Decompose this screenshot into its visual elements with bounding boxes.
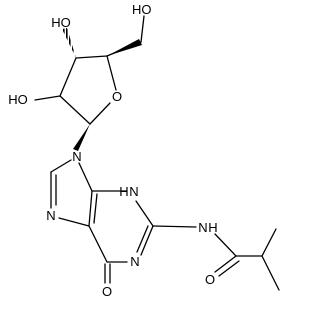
bond-c6-c5 (88, 225, 108, 263)
label-oh-ch2: HO (132, 2, 152, 17)
bond-o4-c1 (89, 102, 111, 125)
label-n1: N (130, 254, 139, 269)
bond-co-o-b (218, 260, 240, 277)
structure-canvas: HO HO HO O N N H N N H N O O (8, 2, 280, 299)
label-nh-amide-n: N (198, 220, 207, 235)
bond-n7-c5 (58, 217, 90, 227)
label-n3-h: H (119, 184, 128, 199)
wedge-c4-c5 (107, 39, 142, 56)
label-nh-amide-h: H (208, 220, 217, 235)
bond-c2-n1-b (136, 225, 149, 253)
wedge-c1-n9 (73, 124, 90, 151)
bond-nh-co (214, 233, 237, 257)
bond-c5-c4-a (88, 190, 93, 227)
bond-c2-nh (152, 225, 197, 228)
bond-c4-n9 (78, 162, 93, 192)
label-n7: N (46, 208, 55, 223)
bond-co-o-a (214, 255, 237, 273)
bond-ch-me2 (261, 255, 280, 291)
bond-c5-oh (140, 15, 145, 43)
label-o-ring: O (112, 89, 122, 104)
hash-c3-oh (62, 28, 76, 58)
bond-n3-c2 (135, 200, 154, 227)
bond-c5-c4-b (93, 193, 98, 224)
label-oh-ring-left: HO (8, 92, 28, 107)
bond-c1-c2 (59, 95, 91, 125)
bond-c2-c3 (59, 57, 77, 97)
bond-c2-n1-a (140, 225, 154, 256)
label-n3: N (129, 184, 138, 199)
label-oh-ring-top: HO (51, 15, 71, 30)
bond-n9-c8 (50, 159, 72, 173)
label-o-amide: O (205, 272, 215, 287)
bond-c2-oh (34, 95, 61, 101)
bond-c4-o4 (106, 55, 117, 91)
label-n9: N (72, 149, 81, 164)
label-o-c6: O (102, 284, 112, 299)
bond-c3-c4 (75, 55, 108, 59)
bond-ch-me1 (261, 228, 277, 257)
molecule-structure: HO HO HO O N N H N N H N O O (8, 2, 280, 299)
atom-labels: HO HO HO O N N H N N H N O O (8, 2, 217, 299)
